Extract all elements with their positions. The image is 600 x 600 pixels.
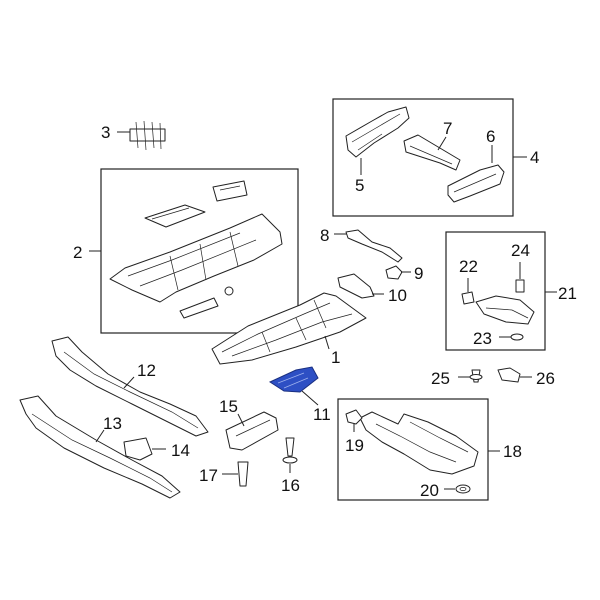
part-13-rail: [19, 395, 181, 499]
leader-7: [437, 136, 447, 151]
callout-26: 26: [536, 369, 555, 388]
leader-15: [237, 413, 245, 427]
callout-1: 1: [331, 348, 340, 367]
callout-20: 20: [420, 481, 439, 500]
part-20-grommet: [455, 484, 471, 494]
part-9-nut: [385, 265, 403, 280]
callout-13: 13: [103, 414, 122, 433]
part-25-bolt: [469, 369, 483, 383]
callout-3: 3: [101, 123, 110, 142]
leader-12: [123, 376, 135, 389]
callout-24: 24: [511, 241, 530, 260]
callout-6: 6: [486, 127, 495, 146]
part-19-nut: [345, 409, 363, 425]
leader-11: [301, 390, 319, 406]
callout-12: 12: [137, 361, 156, 380]
part-7-rail: [403, 134, 461, 171]
callout-2: 2: [73, 243, 82, 262]
part-22-clip: [461, 291, 475, 305]
part-17-pin: [237, 461, 249, 487]
part-12-rail: [51, 336, 209, 437]
part-5-bracket: [345, 106, 410, 158]
callout-7: 7: [443, 119, 452, 138]
part-15-bracket: [225, 411, 279, 451]
callout-17: 17: [199, 466, 218, 485]
callout-16: 16: [281, 476, 300, 495]
part-16-bolt: [282, 437, 298, 464]
callout-8: 8: [320, 226, 329, 245]
part-11-highlighted: [268, 366, 319, 393]
callout-4: 4: [530, 148, 539, 167]
callout-22: 22: [459, 257, 478, 276]
part-2-floor-pan-rear: [109, 180, 283, 319]
callout-14: 14: [171, 441, 190, 460]
callout-25: 25: [431, 369, 450, 388]
group-box-18: [337, 398, 489, 501]
callout-9: 9: [414, 264, 423, 283]
leader-13: [95, 429, 105, 443]
callout-19: 19: [345, 436, 364, 455]
callout-21: 21: [558, 284, 577, 303]
part-14-bracket: [123, 437, 153, 461]
part-8-bracket: [345, 229, 403, 263]
callout-11: 11: [313, 405, 331, 424]
callout-10: 10: [388, 286, 407, 305]
part-1-floor-pan: [211, 292, 367, 365]
part-26-clip: [497, 367, 521, 383]
leader-1: [324, 335, 330, 350]
part-24-fastener: [515, 279, 525, 293]
part-23-grommet: [510, 333, 524, 341]
part-3-clips: [129, 120, 166, 151]
callout-23: 23: [473, 329, 492, 348]
callout-15: 15: [219, 397, 238, 416]
callout-18: 18: [503, 442, 522, 461]
group-box-21: [445, 231, 546, 351]
part-18-floor-panel: [359, 411, 479, 475]
part-21-bracket: [475, 295, 535, 325]
callout-5: 5: [355, 176, 364, 195]
part-6-rail: [447, 164, 505, 203]
part-10-bracket: [337, 273, 375, 299]
